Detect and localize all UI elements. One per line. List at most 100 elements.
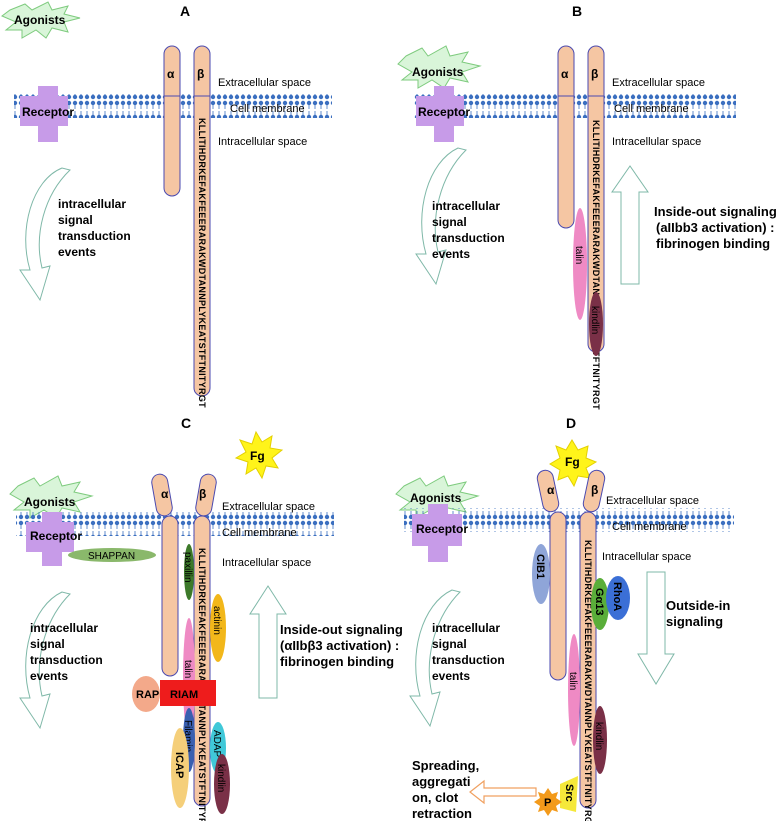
signal-line-2: signal [432, 215, 467, 229]
integrin-alpha-subunit [557, 45, 575, 229]
membrane-label: Cell membrane [230, 103, 305, 115]
rhoa-protein [606, 576, 630, 620]
outcome-arrow [469, 779, 537, 805]
signal-curved-arrow [409, 589, 461, 728]
integrin-alpha-subunit [549, 511, 567, 681]
signal-line-1: intracellular [432, 199, 500, 213]
beta-label: β [591, 483, 598, 497]
integrin-beta-subunit [579, 511, 597, 809]
talin-label: talin [567, 672, 578, 690]
riam-protein [160, 680, 216, 706]
receptor-label: Receptor [416, 522, 468, 536]
panel-label-b: B [572, 3, 582, 19]
src-protein [560, 776, 578, 812]
extracellular-label: Extracellular space [612, 77, 705, 89]
signal-line-2: signal [58, 213, 93, 227]
galpha13-protein [591, 578, 609, 630]
membrane-label: Cell membrane [614, 103, 689, 115]
actinin-label: actinin [211, 606, 222, 635]
paxillin-protein [184, 544, 194, 600]
receptor-label: Receptor [30, 529, 82, 543]
icap-label: ICAP [173, 752, 185, 778]
fg-burst [234, 430, 284, 480]
talin-label: talin [182, 660, 193, 678]
integrin-alpha-head [536, 469, 560, 513]
inside-out-arrow [611, 165, 649, 285]
signal-line-4: events [58, 245, 96, 259]
intracellular-label: Intracellular space [222, 557, 311, 569]
talin-protein [568, 634, 580, 746]
membrane-label: Cell membrane [222, 527, 297, 539]
talin-protein [573, 208, 587, 320]
alpha-label: α [561, 67, 569, 81]
rap-protein [132, 676, 160, 712]
rap-label: RAP [136, 689, 159, 701]
actinin-protein [210, 594, 226, 662]
adap-label: ADAP [211, 730, 222, 758]
kindlin-protein [589, 292, 603, 356]
signaling-line-2: (aIIbb3 activation) : [656, 220, 774, 235]
signal-line-1: intracellular [30, 621, 98, 635]
cib1-protein [532, 544, 550, 604]
cib1-label: CIB1 [534, 554, 546, 579]
outside-in-line-1: Outside-in [666, 598, 730, 613]
alpha-label: α [161, 487, 169, 501]
signal-line-4: events [432, 669, 470, 683]
kindlin-label: kindlin [593, 722, 604, 750]
signal-line-3: transduction [432, 231, 505, 245]
alpha-label: α [167, 67, 175, 81]
kindlin-label: kindlin [215, 764, 226, 792]
panel-label-a: A [180, 3, 190, 19]
agonists-label: Agonists [412, 65, 464, 79]
panel-a: A Agonists Receptor α β KLLITIHDRKEFAKFE… [1, 1, 332, 408]
signal-curved-arrow [19, 167, 71, 302]
outcome-line-2: aggregati [412, 774, 471, 789]
beta-tail-sequence: KLLITIHDRKEFAKFEEERARAKWDTANNPLYKEATSTFT… [591, 120, 601, 410]
talin-protein [183, 618, 195, 738]
signal-line-1: intracellular [58, 197, 126, 211]
integrin-beta-subunit [193, 45, 211, 397]
signal-line-4: events [30, 669, 68, 683]
agonists-label: Agonists [410, 491, 462, 505]
signal-line-2: signal [30, 637, 65, 651]
signal-line-3: transduction [30, 653, 103, 667]
receptor [20, 86, 68, 142]
talin-label: talin [573, 246, 584, 264]
agonists-label: Agonists [24, 495, 76, 509]
alpha-label: α [547, 483, 555, 497]
signaling-line-3: fibrinogen binding [656, 236, 770, 251]
riam-label: RIAM [170, 689, 198, 701]
rhoa-label: RhoA [611, 582, 623, 611]
panel-label-c: C [181, 415, 191, 431]
signal-line-4: events [432, 247, 470, 261]
outside-in-line-2: signaling [666, 614, 723, 629]
fg-label: Fg [250, 449, 265, 463]
p-label: P [544, 797, 551, 809]
beta-label: β [197, 67, 204, 81]
intracellular-label: Intracellular space [218, 136, 307, 148]
galpha13-label: Gα13 [593, 588, 605, 616]
integrin-beta-head [582, 469, 606, 513]
paxillin-label: paxillin [182, 552, 193, 583]
signal-curved-arrow [415, 147, 467, 286]
outcome-line-1: Spreading, [412, 758, 479, 773]
signal-curved-arrow [19, 591, 71, 730]
signaling-line-1: Inside-out signaling [280, 622, 403, 637]
shappan-label: SHAPPAN [88, 551, 135, 562]
extracellular-label: Extracellular space [222, 501, 315, 513]
beta-tail-sequence: KLLITIHDRKEFAKFEEERARAKWDTANNPLYKEATSTFT… [197, 118, 207, 408]
integrin-alpha-head [151, 473, 173, 517]
filamin-label: Filamin [182, 720, 193, 752]
integrin-alpha-subunit [163, 45, 181, 197]
signal-line-2: signal [432, 637, 467, 651]
signaling-line-1: Inside-out signaling [654, 204, 777, 219]
intracellular-label: Intracellular space [602, 551, 691, 563]
receptor [412, 504, 462, 562]
panel-b: B Agonists Receptor α β KLLITIHDRKEFAKFE… [397, 3, 777, 410]
icap-protein [171, 728, 189, 808]
extracellular-label: Extracellular space [606, 495, 699, 507]
panel-label-d: D [566, 415, 576, 431]
receptor [26, 512, 74, 566]
inside-out-arrow [249, 585, 287, 699]
